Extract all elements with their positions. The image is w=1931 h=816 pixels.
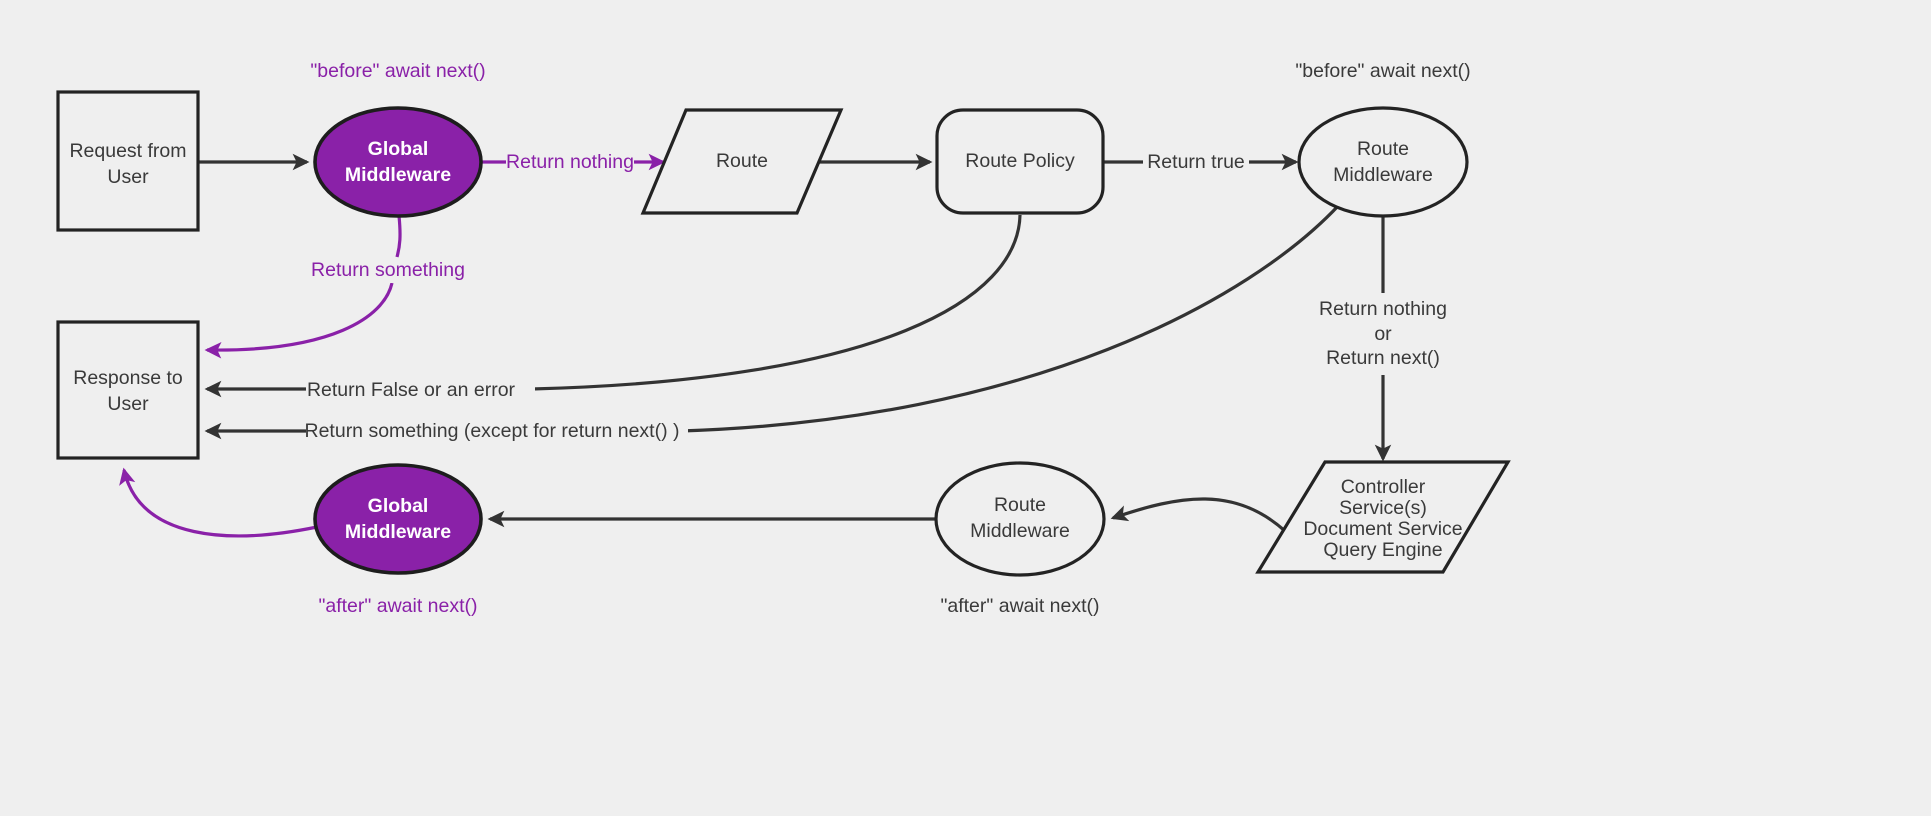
global-middleware-top-label-line2: Middleware (345, 164, 451, 186)
global-middleware-bottom-label-line2: Middleware (345, 521, 451, 543)
request-from-user-label-line2: User (107, 166, 149, 188)
node-route[interactable]: Route (640, 108, 844, 215)
response-to-user-box[interactable] (56, 320, 200, 460)
return-true-label: Return true (1147, 151, 1245, 173)
edge-route-policy-to-response (531, 214, 1022, 391)
global-middleware-bottom-ellipse[interactable] (313, 463, 483, 575)
edge-global-middleware-to-response-top (395, 215, 402, 258)
route-middleware-bottom-ellipse[interactable] (934, 461, 1106, 577)
annotation-after-await-next-right: "after" await next() (940, 595, 1099, 617)
node-global-middleware-bottom[interactable]: Global Middleware (313, 463, 483, 575)
edge-route-middleware-to-response (680, 203, 1341, 433)
route-middleware-top-label-line1: Route (1357, 138, 1409, 160)
route-middleware-bottom-label-line1: Route (994, 494, 1046, 516)
route-middleware-bottom-label-line2: Middleware (970, 520, 1070, 542)
edge-label-return-something-top: Return something (308, 258, 468, 283)
annotation-before-await-next-right: "before" await next() (1295, 60, 1470, 82)
edge-label-return-something-except: Return something (except for return next… (305, 419, 688, 444)
node-response-to-user[interactable]: Response to User (56, 320, 200, 460)
annotation-after-await-next-left: "after" await next() (318, 595, 477, 617)
node-route-middleware-bottom[interactable]: Route Middleware (934, 461, 1106, 577)
global-middleware-top-ellipse[interactable] (313, 106, 483, 218)
route-policy-box[interactable] (935, 108, 1105, 215)
return-nothing-label: Return nothing (506, 151, 634, 173)
node-route-policy[interactable]: Route Policy (935, 108, 1105, 215)
controller-services-parallelogram[interactable] (1255, 460, 1511, 574)
route-middleware-top-ellipse[interactable] (1297, 106, 1469, 218)
response-to-user-label-line2: User (107, 393, 149, 415)
node-controller-services[interactable]: Controller Service(s) Document Service Q… (1255, 460, 1511, 574)
edge-label-return-false-or-error: Return False or an error (306, 378, 535, 403)
edge-controller-to-route-middleware-bottom (1110, 497, 1287, 533)
edge-global-middleware-bottom-to-response (119, 467, 318, 538)
route-policy-label: Route Policy (965, 150, 1075, 172)
node-request-from-user[interactable]: Request from User (56, 90, 200, 232)
request-from-user-label-line1: Request from (69, 140, 186, 162)
route-middleware-top-label-line2: Middleware (1333, 164, 1433, 186)
annotation-before-await-next-left: "before" await next() (310, 60, 485, 82)
return-something-top-label: Return something (311, 259, 465, 281)
edge-label-return-true: Return true (1143, 150, 1249, 175)
return-false-or-error-label: Return False or an error (307, 379, 516, 401)
edge-label-return-nothing: Return nothing (506, 150, 634, 175)
return-something-except-label: Return something (except for return next… (305, 420, 680, 442)
route-middleware-output-line3: Return next() (1326, 347, 1440, 369)
request-from-user-box[interactable] (56, 90, 200, 232)
global-middleware-bottom-label-line1: Global (368, 495, 429, 517)
node-global-middleware-top[interactable]: Global Middleware (313, 106, 483, 218)
response-to-user-label-line1: Response to (73, 367, 183, 389)
controller-services-label-line4: Query Engine (1323, 539, 1442, 561)
controller-services-label-line2: Service(s) (1339, 497, 1427, 519)
route-parallelogram[interactable] (640, 108, 844, 215)
route-label: Route (716, 150, 768, 172)
edge-global-middleware-to-response-bottom (204, 282, 394, 359)
route-middleware-output-line1: Return nothing (1319, 298, 1447, 320)
route-middleware-output-line2: or (1374, 323, 1392, 345)
global-middleware-top-label-line1: Global (368, 138, 429, 160)
controller-services-label-line1: Controller (1341, 476, 1426, 498)
node-route-middleware-top[interactable]: Route Middleware (1297, 106, 1469, 218)
controller-services-label-line3: Document Service (1303, 518, 1462, 540)
edge-label-route-middleware-output: Return nothing or Return next() (1305, 294, 1463, 374)
